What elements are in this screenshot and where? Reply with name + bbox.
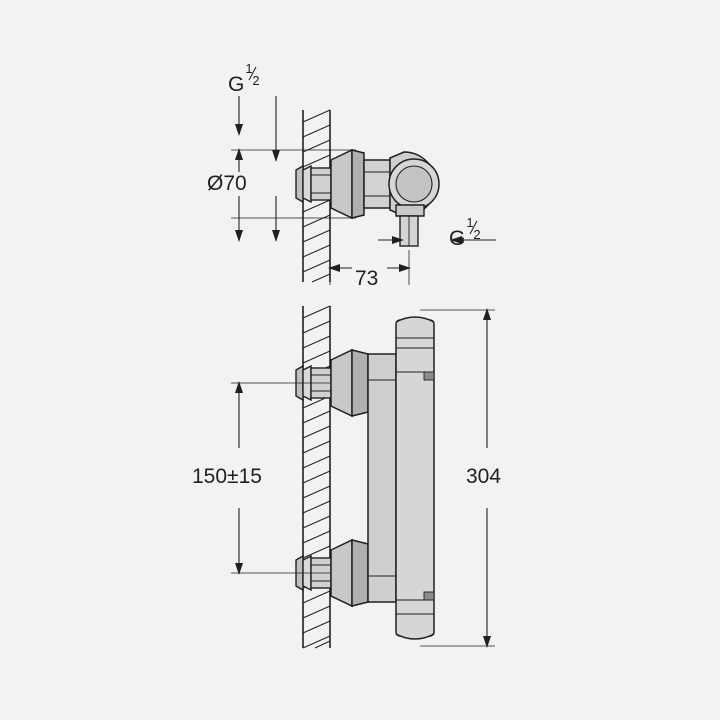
wall-hatch-front	[302, 305, 331, 649]
front-view-group	[231, 305, 495, 649]
top-view-union-nut	[295, 164, 332, 204]
label-projection-73: 73	[355, 267, 379, 290]
dim-overall-height-304	[420, 308, 495, 648]
top-view-body	[363, 159, 391, 209]
top-view-handle-knob	[388, 151, 440, 217]
dim-outlet-thread-top	[378, 236, 496, 244]
label-diameter-70: Ø70	[207, 172, 247, 195]
label-center-distance-150: 150±15	[192, 465, 262, 488]
front-view-body	[367, 353, 397, 603]
label-outlet-thread-top-text: G	[449, 227, 466, 250]
wall-hatch-top	[302, 109, 331, 283]
front-view-column	[395, 316, 435, 640]
dim-center-distance-150	[231, 381, 330, 575]
fraction-numerator: 1	[245, 61, 253, 76]
fraction-denominator: 2	[473, 227, 481, 242]
dim-projection-73	[328, 250, 411, 285]
fraction-numerator: 1	[466, 215, 474, 230]
dim-diameter-70	[231, 148, 356, 242]
dim-inlet-thread-top	[235, 96, 280, 162]
top-view-group	[231, 96, 496, 285]
top-view-escutcheon	[330, 148, 365, 220]
top-view-outlet	[395, 204, 425, 247]
fraction-denominator: 2	[252, 73, 260, 88]
front-view-upper-connection	[295, 348, 369, 418]
label-inlet-thread-top-text: G	[228, 73, 245, 96]
label-overall-height-304: 304	[466, 465, 502, 488]
